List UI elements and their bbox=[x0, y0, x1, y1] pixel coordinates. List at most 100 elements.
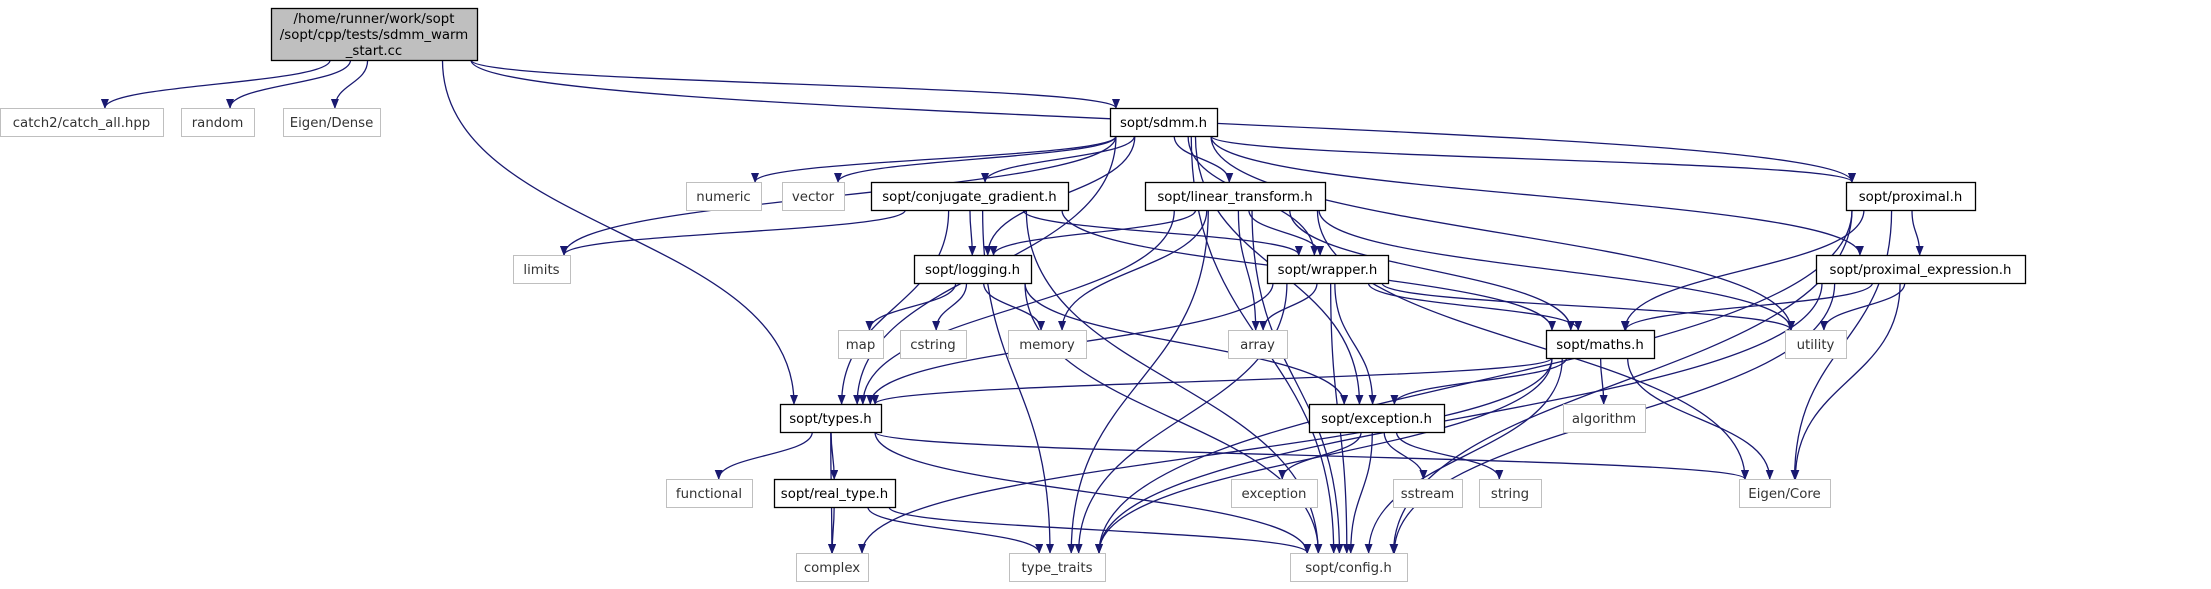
node-string-label: string bbox=[1491, 487, 1529, 502]
node-root-box bbox=[270, 7, 479, 62]
edge-realtype-to-typetraits bbox=[867, 506, 1044, 554]
edge-lintrans-to-memory bbox=[1058, 209, 1208, 331]
node-maths[interactable]: sopt/maths.h bbox=[1545, 329, 1656, 360]
node-exception[interactable]: sopt/exception.h bbox=[1308, 403, 1446, 434]
edge-exception-to-exceptionstd bbox=[1278, 431, 1362, 480]
node-limits[interactable]: limits bbox=[513, 255, 571, 284]
edge-logging-to-map bbox=[865, 282, 957, 331]
node-string[interactable]: string bbox=[1479, 479, 1542, 508]
node-types[interactable]: sopt/types.h bbox=[779, 403, 883, 434]
node-eigen_dense[interactable]: Eigen/Dense bbox=[283, 108, 381, 137]
node-root[interactable]: /home/runner/work/sopt/sopt/cpp/tests/sd… bbox=[270, 7, 479, 62]
node-logging[interactable]: sopt/logging.h bbox=[913, 254, 1033, 285]
edge-root-to-types bbox=[441, 59, 798, 405]
edge-types-to-eigencore bbox=[874, 431, 1749, 480]
node-catch2-label: catch2/catch_all.hpp bbox=[13, 116, 150, 131]
node-typetraits-box bbox=[1009, 553, 1106, 582]
node-config-label: sopt/config.h bbox=[1305, 561, 1392, 576]
node-vector-label: vector bbox=[792, 190, 835, 205]
node-complex-label: complex bbox=[804, 561, 860, 576]
edge-sdmm-to-utility bbox=[1210, 135, 1795, 331]
edge-sdmm-to-numeric bbox=[751, 135, 1117, 183]
node-vector[interactable]: vector bbox=[782, 182, 845, 211]
edge-wrapper-to-array bbox=[1259, 282, 1318, 331]
node-numeric[interactable]: numeric bbox=[686, 182, 762, 211]
edge-wrapper-to-utility bbox=[1381, 282, 1795, 331]
node-array-box bbox=[1228, 330, 1288, 359]
edge-proxexpr-to-eigencore bbox=[1791, 282, 1901, 480]
edge-logging-to-cstring bbox=[932, 282, 968, 331]
node-random[interactable]: random bbox=[181, 108, 255, 137]
node-random-box bbox=[181, 108, 255, 137]
node-realtype-label: sopt/real_type.h bbox=[781, 487, 888, 502]
node-vector-box bbox=[782, 182, 845, 211]
edge-realtype-to-complex bbox=[828, 506, 837, 554]
node-lintrans-label: sopt/linear_transform.h bbox=[1157, 190, 1312, 205]
node-utility-box bbox=[1785, 330, 1847, 359]
edge-types-to-config bbox=[874, 431, 1311, 554]
node-proxexpr[interactable]: sopt/proximal_expression.h bbox=[1815, 254, 2027, 285]
node-conjgrad-box bbox=[870, 181, 1070, 212]
node-config[interactable]: sopt/config.h bbox=[1290, 553, 1408, 582]
node-lintrans[interactable]: sopt/linear_transform.h bbox=[1144, 181, 1327, 212]
node-eigen_dense-box bbox=[283, 108, 381, 137]
node-proxexpr-box bbox=[1815, 254, 2027, 285]
edge-maths-to-exception bbox=[1390, 357, 1568, 405]
node-catch2-box bbox=[0, 108, 164, 137]
node-complex[interactable]: complex bbox=[796, 553, 869, 582]
edge-lintrans-to-config bbox=[1251, 209, 1344, 554]
edge-lintrans-to-maths bbox=[1289, 209, 1575, 331]
node-eigencore[interactable]: Eigen/Core bbox=[1739, 479, 1831, 508]
node-typetraits-label: type_traits bbox=[1021, 561, 1092, 576]
node-typetraits[interactable]: type_traits bbox=[1009, 553, 1106, 582]
edge-sdmm-to-proxexpr bbox=[1210, 135, 1864, 256]
node-realtype[interactable]: sopt/real_type.h bbox=[773, 478, 897, 509]
node-algorithm[interactable]: algorithm bbox=[1563, 404, 1646, 433]
node-cstring[interactable]: cstring bbox=[900, 330, 967, 359]
node-numeric-label: numeric bbox=[696, 190, 750, 205]
edge-maths-to-complex bbox=[858, 357, 1553, 554]
node-wrapper-label: sopt/wrapper.h bbox=[1278, 263, 1378, 278]
node-eigencore-label: Eigen/Core bbox=[1748, 487, 1820, 502]
node-exceptionstd-label: exception bbox=[1242, 487, 1307, 502]
edge-logging-to-config bbox=[1024, 282, 1323, 554]
node-memory[interactable]: memory bbox=[1008, 330, 1087, 359]
node-logging-box bbox=[913, 254, 1033, 285]
node-layer: /home/runner/work/sopt/sopt/cpp/tests/sd… bbox=[0, 7, 2027, 582]
node-proximal[interactable]: sopt/proximal.h bbox=[1845, 181, 1977, 212]
node-map[interactable]: map bbox=[838, 330, 884, 359]
edge-exception-to-config bbox=[1346, 431, 1373, 554]
node-limits-box bbox=[513, 255, 571, 284]
node-sstream[interactable]: sstream bbox=[1393, 479, 1463, 508]
node-map-box bbox=[838, 330, 884, 359]
node-sdmm[interactable]: sopt/sdmm.h bbox=[1109, 107, 1219, 138]
edge-conjgrad-to-types bbox=[837, 209, 950, 405]
node-types-label: sopt/types.h bbox=[789, 412, 871, 427]
node-exceptionstd[interactable]: exception bbox=[1231, 479, 1318, 508]
node-functional[interactable]: functional bbox=[666, 479, 753, 508]
node-catch2[interactable]: catch2/catch_all.hpp bbox=[0, 108, 164, 137]
edge-proxexpr-to-utility bbox=[1819, 282, 1906, 331]
node-lintrans-box bbox=[1144, 181, 1327, 212]
edge-lintrans-to-utility bbox=[1318, 209, 1795, 331]
node-proximal-label: sopt/proximal.h bbox=[1859, 190, 1963, 205]
edge-lintrans-to-logging bbox=[989, 209, 1197, 256]
node-utility-label: utility bbox=[1797, 338, 1835, 353]
node-algorithm-box bbox=[1563, 404, 1646, 433]
node-conjgrad[interactable]: sopt/conjugate_gradient.h bbox=[870, 181, 1070, 212]
node-array[interactable]: array bbox=[1228, 330, 1288, 359]
node-utility[interactable]: utility bbox=[1785, 330, 1847, 359]
node-root-label: _start.cc bbox=[345, 44, 402, 59]
node-sstream-box bbox=[1393, 479, 1463, 508]
node-limits-label: limits bbox=[523, 263, 559, 278]
edge-lintrans-to-array bbox=[1237, 209, 1260, 331]
node-sdmm-box bbox=[1109, 107, 1219, 138]
edge-root-to-random bbox=[226, 59, 352, 109]
node-wrapper[interactable]: sopt/wrapper.h bbox=[1266, 254, 1390, 285]
node-cstring-label: cstring bbox=[910, 338, 955, 353]
edge-realtype-to-config bbox=[888, 506, 1312, 554]
edge-exception-to-string bbox=[1395, 431, 1504, 480]
node-array-label: array bbox=[1240, 338, 1275, 353]
edge-wrapper-to-maths bbox=[1367, 282, 1583, 331]
edge-sdmm-to-lintrans bbox=[1173, 135, 1234, 183]
